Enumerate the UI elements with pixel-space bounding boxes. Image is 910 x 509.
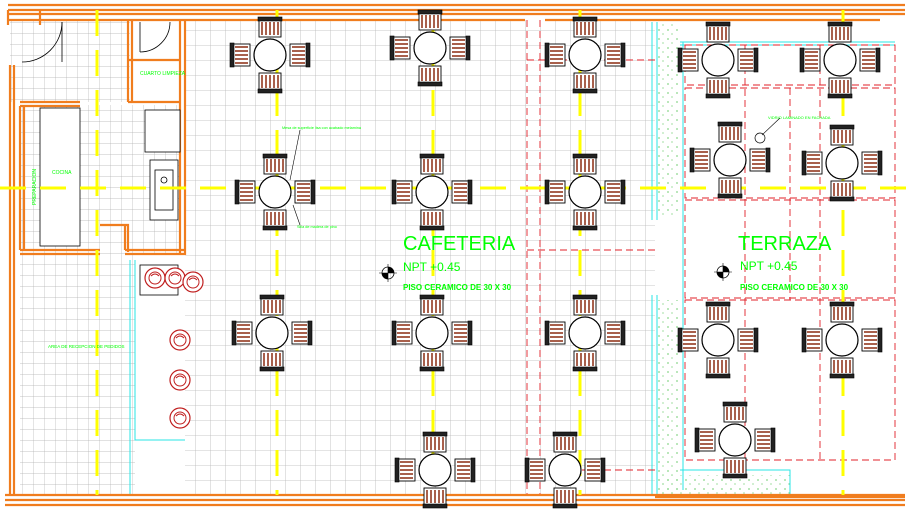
planter-bottom (655, 300, 680, 495)
cafeteria-floor-spec: PISO CERAMICO DE 30 X 30 (403, 283, 512, 292)
annotation-glazing: VIDRIO LAMINADO EN FACHADA (768, 115, 831, 120)
area-recepcion-label: AREA DE RECEPCION DE PEDIDOS (48, 344, 125, 349)
section-marker (754, 132, 766, 144)
cafeteria-level: NPT +0.45 (403, 260, 461, 274)
cafeteria-floor (185, 20, 655, 495)
annotation-table: Mesa de superficie lisa con acabado mela… (282, 126, 362, 130)
planter-top (655, 22, 680, 217)
kitchen-counters (39, 107, 181, 296)
terraza-floor-spec: PISO CERAMICO DE 30 X 30 (740, 283, 849, 292)
terraza-name: TERRAZA (738, 233, 832, 255)
preparacion-label: PREPARACION (32, 169, 38, 205)
reception-floor (20, 255, 135, 495)
leader-lines (289, 117, 781, 226)
cuarto-limpieza-label: CUARTO LIMPIEZA (140, 71, 186, 77)
cocina-label: COCINA (52, 170, 72, 176)
terraza-level: NPT +0.45 (740, 259, 798, 273)
column-band (526, 20, 655, 495)
left-top-floor (10, 20, 130, 102)
planter-south (660, 475, 790, 495)
annotation-chair: Silla de madera de pino (297, 225, 337, 229)
doors (21, 21, 171, 63)
terraza-layout (684, 44, 896, 461)
cafeteria-name: CAFETERIA (403, 233, 516, 255)
